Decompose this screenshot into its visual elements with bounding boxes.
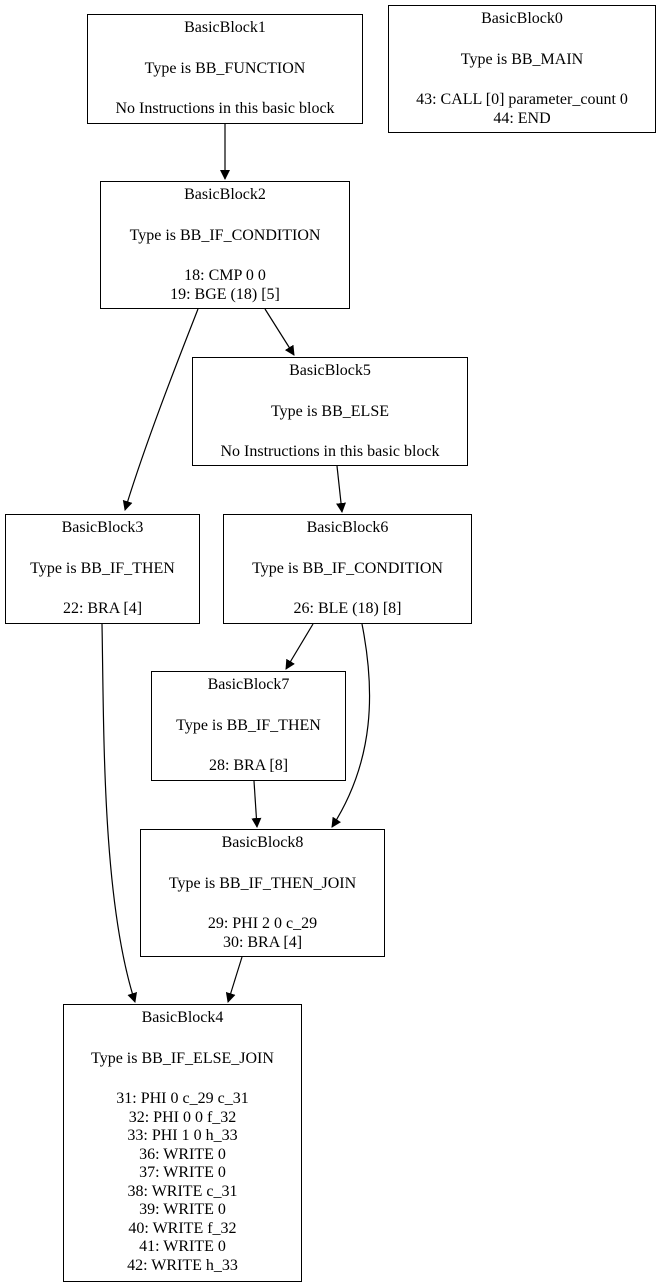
block-type: Type is BB_IF_ELSE_JOIN	[91, 1050, 274, 1067]
instruction-line: 40: WRITE f_32	[128, 1219, 237, 1237]
edge-arrow	[225, 956, 243, 1003]
instruction-line: 39: WRITE 0	[139, 1201, 226, 1218]
block-type: Type is BB_IF_CONDITION	[252, 560, 443, 577]
block-title: BasicBlock4	[141, 1009, 224, 1026]
block-title: BasicBlock6	[306, 519, 389, 536]
block-title: BasicBlock1	[184, 19, 266, 36]
instruction-line: 32: PHI 0 0 f_32	[128, 1108, 237, 1126]
instruction-line: 22: BRA [4]	[62, 600, 143, 617]
instruction-line: 28: BRA [8]	[208, 757, 289, 774]
edge-arrow	[331, 623, 371, 828]
instruction-line: 43: CALL [0] parameter_count 0	[416, 91, 628, 108]
instruction-line: 38: WRITE c_31	[127, 1182, 238, 1200]
block-type: Type is BB_ELSE	[271, 403, 389, 420]
edge-arrow	[122, 308, 199, 511]
instruction-line: No Instructions in this basic block	[220, 443, 440, 460]
instruction-line: 33: PHI 1 0 h_33	[127, 1127, 238, 1144]
instruction-line: 36: WRITE 0	[139, 1145, 226, 1163]
edge-arrow	[285, 623, 314, 670]
block-title: BasicBlock5	[289, 362, 371, 379]
edge-arrow	[101, 623, 137, 1003]
instruction-line: 42: WRITE h_33	[127, 1256, 238, 1274]
block-title: BasicBlock3	[61, 519, 144, 536]
block-type: Type is BB_FUNCTION	[144, 60, 306, 77]
block-title: BasicBlock8	[221, 834, 304, 851]
instruction-line: 26: BLE (18) [8]	[293, 600, 402, 617]
block-type: Type is BB_IF_CONDITION	[129, 227, 321, 244]
instruction-line: No Instructions in this basic block	[115, 100, 335, 117]
edge-arrow	[251, 780, 262, 828]
block-title: BasicBlock2	[184, 186, 266, 203]
block-type: Type is BB_IF_THEN_JOIN	[168, 875, 357, 892]
instruction-line: 37: WRITE 0	[139, 1164, 226, 1181]
block-title: BasicBlock7	[207, 676, 290, 693]
instruction-line: 41: WRITE 0	[139, 1238, 226, 1255]
edge-arrow	[336, 465, 346, 513]
block-type: Type is BB_IF_THEN	[176, 717, 321, 734]
block-type: Type is BB_MAIN	[460, 51, 584, 68]
instruction-line: 29: PHI 2 0 c_29	[207, 915, 318, 932]
edge-arrow	[264, 308, 295, 356]
instruction-line: 31: PHI 0 c_29 c_31	[116, 1090, 249, 1107]
instruction-line: 19: BGE (18) [5]	[170, 285, 280, 303]
block-title: BasicBlock0	[481, 10, 563, 27]
block-type: Type is BB_IF_THEN	[30, 560, 175, 577]
instruction-line: 30: BRA [4]	[222, 933, 303, 951]
instruction-line: 18: CMP 0 0	[184, 267, 266, 284]
instruction-line: 44: END	[493, 109, 551, 127]
